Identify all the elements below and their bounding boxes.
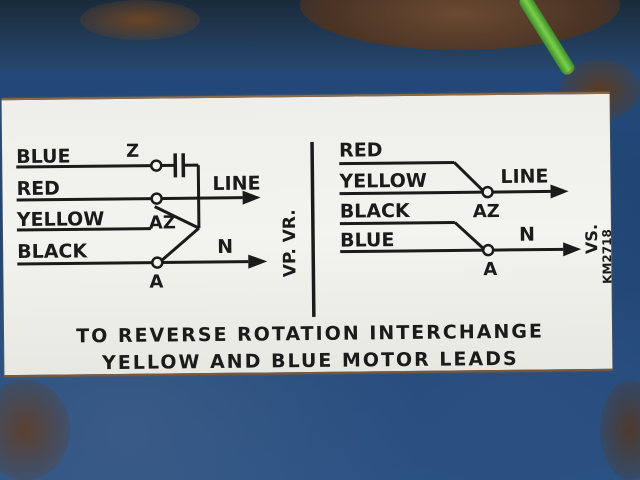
terminal-label: AZ	[473, 201, 500, 222]
terminal-label: A	[149, 272, 163, 293]
terminal-az-right	[481, 185, 494, 199]
right-wire-label: RED	[339, 139, 383, 161]
right-wire-label: BLACK	[340, 200, 411, 223]
instruction-line-1: TO REVERSE ROTATION INTERCHANGE	[76, 321, 544, 348]
left-wire-label: BLUE	[16, 145, 71, 168]
left-wire-blue	[16, 164, 155, 169]
terminal-a	[151, 256, 164, 269]
label-part-number: KM2718	[600, 229, 612, 284]
output-label: LINE	[500, 165, 548, 188]
terminal-z	[150, 159, 163, 172]
right-model-code: VS.	[582, 224, 601, 254]
line-arrow	[242, 190, 261, 205]
neutral-arrow	[248, 254, 268, 269]
output-label: LINE	[212, 172, 260, 195]
output-label: N	[519, 224, 535, 246]
terminal-az	[150, 192, 163, 205]
left-wire-label: YELLOW	[16, 208, 105, 231]
left-model-code: VP. VR.	[280, 209, 301, 277]
wiring-diagram: BLUE RED YELLOW BLACK Z AZ A LINE N VP. …	[16, 139, 613, 374]
line-arrow	[550, 184, 569, 199]
label-divider	[310, 141, 316, 317]
instruction-line-2: YELLOW AND BLUE MOTOR LEADS	[101, 348, 519, 374]
right-wire-label: YELLOW	[338, 170, 427, 193]
left-wire-red	[16, 197, 155, 202]
left-wire-yellow	[16, 227, 151, 232]
terminal-label: AZ	[149, 212, 176, 233]
rust-spot	[0, 380, 70, 480]
output-label: N	[217, 236, 233, 258]
rust-spot	[80, 0, 200, 40]
terminal-a-right	[481, 243, 495, 257]
rust-spot	[600, 380, 640, 480]
left-wire-black	[17, 261, 156, 266]
terminal-label: Z	[126, 141, 139, 162]
right-wire-label: BLUE	[340, 229, 395, 252]
wiring-label-plate: BLUE RED YELLOW BLACK Z AZ A LINE N VP. …	[1, 91, 613, 378]
terminal-label: A	[483, 259, 497, 280]
neutral-arrow	[563, 242, 582, 257]
left-wire-label: RED	[16, 178, 60, 200]
left-wire-label: BLACK	[17, 240, 88, 263]
